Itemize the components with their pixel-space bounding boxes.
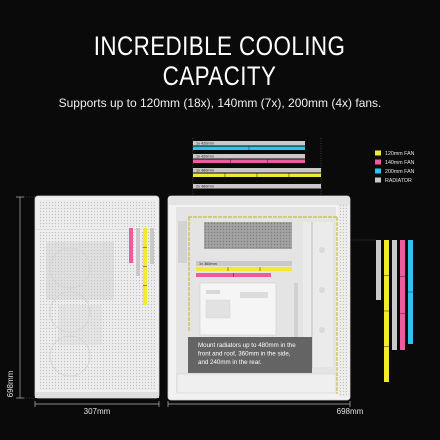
front-radiator-bar-1 — [136, 228, 140, 276]
fan-mount-outline — [188, 216, 338, 394]
note-line-1: Mount radiators up to 480mm in the — [198, 342, 296, 349]
headline-line-1-text: INCREDIBLE COOLING — [94, 31, 346, 61]
cable-guide — [294, 283, 298, 337]
width-dimension: 307mm — [34, 401, 160, 416]
legend-label-radiator: RADIATOR — [385, 178, 412, 184]
legend-swatch-radiator — [375, 177, 381, 183]
headline-line-1: INCREDIBLE COOLING — [0, 31, 440, 61]
roof-radiator-label-3: 1x 480mm — [196, 169, 214, 173]
front-view-case — [34, 195, 160, 399]
roof-radiator-bar-2 — [193, 154, 305, 159]
legend-swatch-140mm-fan — [375, 159, 381, 165]
roof-radiator-bar-4 — [193, 184, 321, 189]
side-radiator-label: 1x 360mm — [199, 262, 217, 266]
roof-panel — [168, 196, 350, 205]
roof-mount-bars: 1x 420mm 1x 420mm 1x 480mm 2x 480mm — [192, 138, 322, 197]
front-base — [35, 392, 159, 398]
depth-dimension: 698mm — [167, 401, 364, 416]
side-fan-bar-120mm — [196, 267, 292, 271]
front-radiator-bars — [350, 239, 413, 382]
front-mesh-panel — [39, 232, 155, 390]
height-dimension: 698mm — [6, 196, 35, 399]
front-internal-shadow — [46, 242, 114, 300]
depth-dimension-label: 698mm — [337, 407, 364, 416]
front-mesh-edge — [338, 205, 348, 397]
side-radiator-bar — [196, 261, 292, 266]
side-view-case: 1x 360mm Mount radiators up to 480mm in … — [167, 195, 351, 401]
front-side-radiator-bar-2 — [392, 240, 397, 350]
roof-radiator-label-1: 1x 420mm — [196, 142, 214, 146]
headline-line-2-text: CAPACITY — [163, 61, 277, 91]
roof-radiator-bar-1 — [193, 141, 305, 146]
legend-label-120mm-fan: 120mm FAN — [385, 151, 415, 157]
legend-swatch-200mm-fan — [375, 168, 381, 174]
front-mount-bars — [129, 228, 154, 305]
note-line-2: front and roof, 360mm in the side, — [198, 351, 291, 358]
front-fan-bar-140mm — [129, 228, 133, 263]
front-side-fan-bar-140mm — [400, 240, 405, 350]
roof-radiator-label-2: 1x 420mm — [196, 155, 214, 159]
legend-swatch-120mm-fan — [375, 150, 381, 156]
legend: 120mm FAN 140mm FAN 200mm FAN RADIATOR — [375, 150, 415, 184]
tray-cutout — [240, 292, 268, 298]
front-side-radiator-bar-1 — [376, 240, 381, 300]
width-dimension-label: 307mm — [84, 407, 111, 416]
front-fan-outline — [49, 335, 91, 377]
tray-cutout — [206, 290, 220, 294]
cable-grommet — [319, 247, 325, 253]
front-radiator-bar-2 — [150, 228, 154, 264]
roof-fan-bar-140mm — [193, 159, 305, 163]
cable-grommet — [319, 287, 325, 293]
cable-grommet — [319, 327, 325, 333]
front-fan-outline — [49, 291, 91, 333]
psu-shroud — [176, 373, 337, 394]
tray-cutout — [205, 299, 231, 319]
subtitle: Supports up to 120mm (18x), 140mm (7x), … — [58, 96, 382, 110]
headline-line-2: CAPACITY — [0, 61, 440, 91]
top-radiator-mesh — [204, 222, 292, 249]
note-box — [188, 337, 312, 373]
front-top-vent — [39, 200, 155, 227]
legend-label-140mm-fan: 140mm FAN — [385, 160, 415, 166]
front-fan-outline — [49, 247, 91, 289]
note-line-3: and 240mm in the rear. — [198, 359, 262, 366]
roof-radiator-bar-3 — [193, 168, 321, 173]
roof-radiator-label-4: 2x 480mm — [196, 185, 214, 189]
height-dimension-label: 698mm — [6, 370, 15, 397]
legend-label-200mm-fan: 200mm FAN — [385, 169, 415, 175]
rear-io-panel — [178, 221, 187, 263]
